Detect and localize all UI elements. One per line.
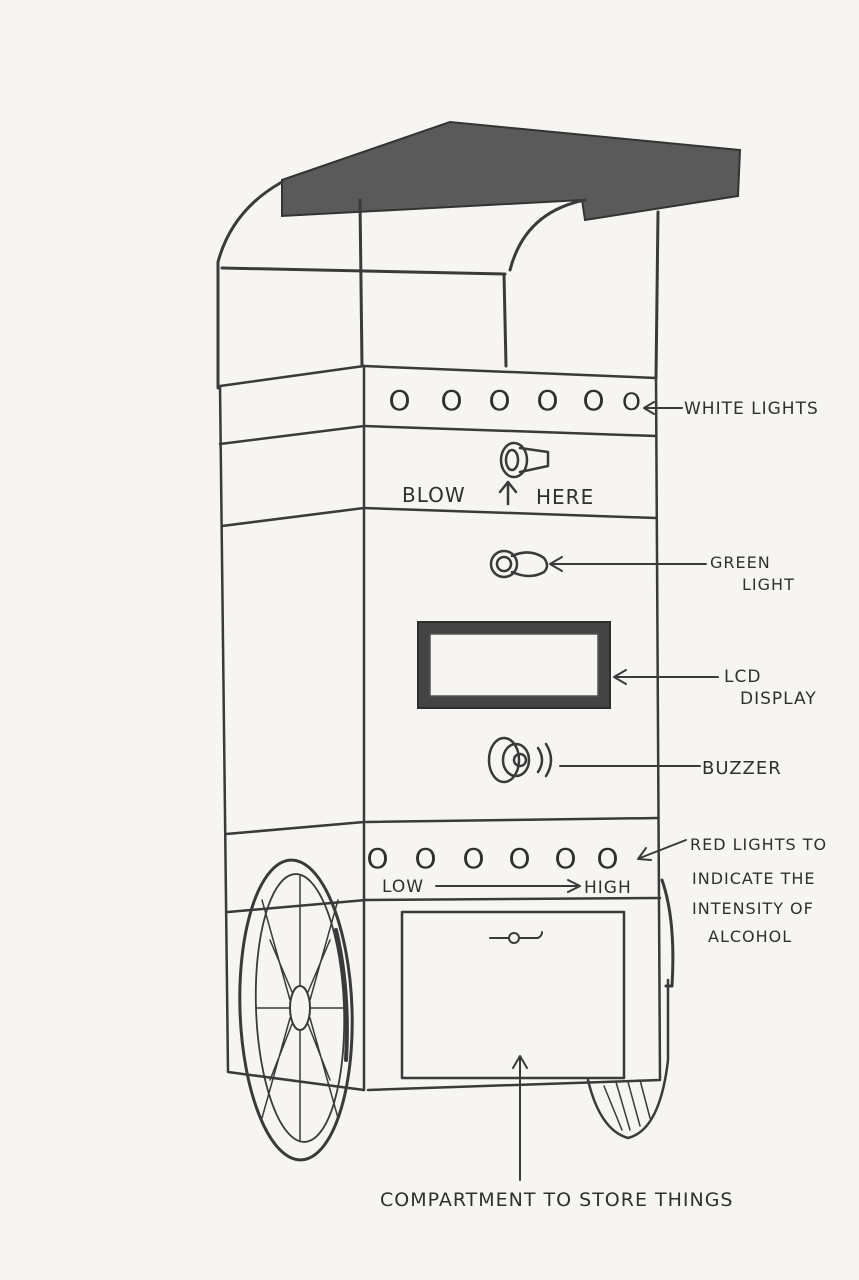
red-light-6: O [596,842,619,875]
white-light-1: O [388,384,411,417]
red-light-4: O [508,842,531,875]
red-lights-label-line2: INDICATE THE [692,869,815,888]
roof [282,122,740,220]
compartment-label: COMPARTMENT TO STORE THINGS [380,1189,734,1211]
compartment-handle-icon [490,932,542,943]
white-light-6: O [622,388,642,416]
buzzer-icon [489,738,551,782]
lcd-display [418,622,610,708]
red-lights-label-line3: INTENSITY OF [692,899,814,918]
left-wheel [235,858,357,1162]
red-light-3: O [462,842,485,875]
green-light-label-line1: GREEN [710,553,771,572]
white-light-3: O [488,384,511,417]
here-label: HERE [536,485,594,509]
lcd-pointer [614,670,718,684]
blow-nozzle-icon [501,443,548,477]
low-label: LOW [382,877,424,897]
low-high-arrow [436,880,580,892]
high-label: HIGH [584,878,632,898]
white-light-5: O [582,384,605,417]
up-arrow-icon [500,482,516,504]
white-lights-row: O O O O O O [388,384,641,417]
red-lights-label-line4: ALCOHOL [708,927,792,946]
red-lights-row: O O O O O O [366,842,619,875]
green-light-pointer [550,557,706,571]
cart-body [220,366,660,1090]
compartment-pointer [513,1056,527,1180]
red-light-5: O [554,842,577,875]
white-light-4: O [536,384,559,417]
annotation-arrows [513,402,718,1180]
compartment [402,912,624,1078]
green-light-label-line2: LIGHT [742,575,795,594]
red-lights-label-line1: RED LIGHTS TO [690,835,827,854]
buzzer-label: BUZZER [702,758,782,779]
red-lights-pointer [638,840,686,860]
red-light-2: O [414,842,437,875]
white-lights-pointer [644,402,682,414]
lcd-label-line2: DISPLAY [740,689,817,709]
blow-label: BLOW [402,483,466,507]
green-light-icon [491,551,547,577]
white-light-2: O [440,384,463,417]
white-lights-label: WHITE LIGHTS [684,399,819,419]
lcd-label-line1: LCD [724,667,761,687]
red-light-1: O [366,842,389,875]
